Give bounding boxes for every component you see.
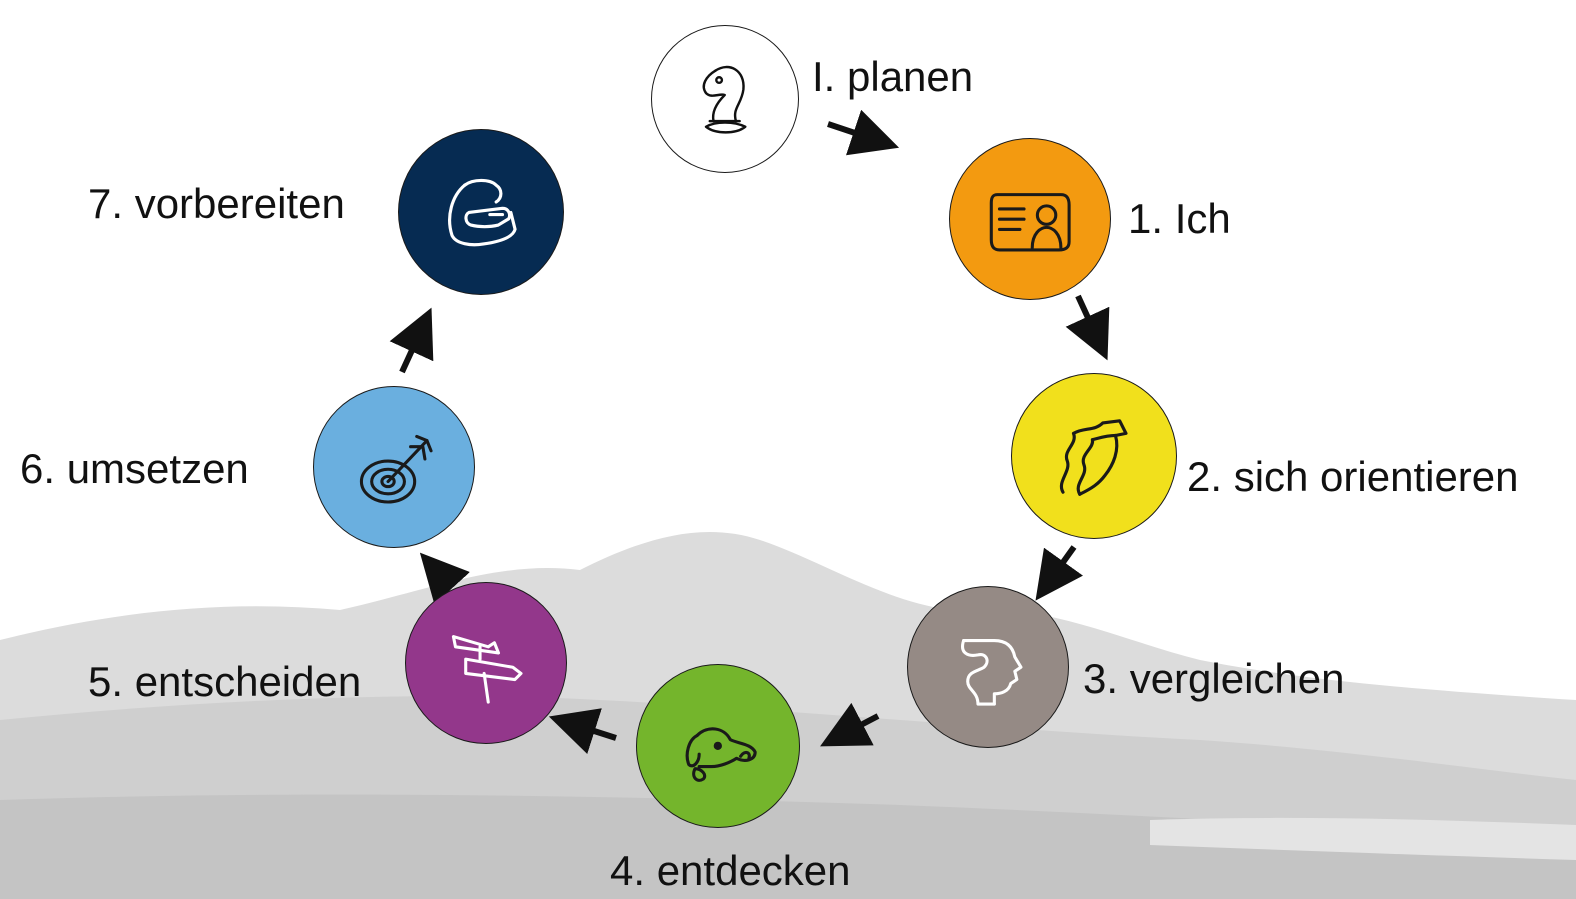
arrow-vergleichen-to-entdecken [820, 702, 880, 747]
step-ich-label: 1. Ich [1128, 195, 1231, 242]
step-vergleichen-node [907, 586, 1069, 748]
arrow-entdecken-to-entscheiden [548, 708, 617, 755]
arrow-planen-to-ich [827, 109, 900, 156]
arrow-entscheiden-to-umsetzen [419, 552, 470, 605]
step-orientieren-label: 2. sich orientieren [1187, 453, 1519, 500]
step-umsetzen-node [313, 386, 475, 548]
arrow-umsetzen-to-vorbereiten [389, 307, 434, 374]
id-card-icon [989, 192, 1071, 252]
step-planen-label: I. planen [812, 53, 974, 100]
step-vergleichen-label: 3. vergleichen [1083, 655, 1345, 702]
arrow-orientieren-to-vergleichen [1035, 545, 1083, 601]
backpack-icon [447, 178, 517, 246]
step-orientieren-node [1011, 373, 1177, 539]
step-umsetzen-label: 6. umsetzen [20, 445, 249, 492]
step-ich-node [949, 138, 1111, 300]
signpost-icon [451, 634, 523, 704]
head-question-icon [960, 638, 1023, 706]
arrow-ich-to-orientieren [1065, 294, 1110, 361]
chess-knight-icon [702, 66, 747, 134]
step-entscheiden-node [405, 582, 567, 744]
step-vorbereiten-label: 7. vorbereiten [88, 180, 345, 227]
step-vorbereiten-node [398, 129, 564, 295]
step-planen-node [651, 25, 799, 173]
mountain-path-icon [1059, 418, 1128, 496]
step-entscheiden-label: 5. entscheiden [88, 658, 362, 705]
target-dart-icon [359, 434, 433, 504]
step-entdecken-label: 4. entdecken [610, 847, 851, 894]
step-entdecken-node [636, 664, 800, 828]
dog-icon [685, 727, 757, 783]
